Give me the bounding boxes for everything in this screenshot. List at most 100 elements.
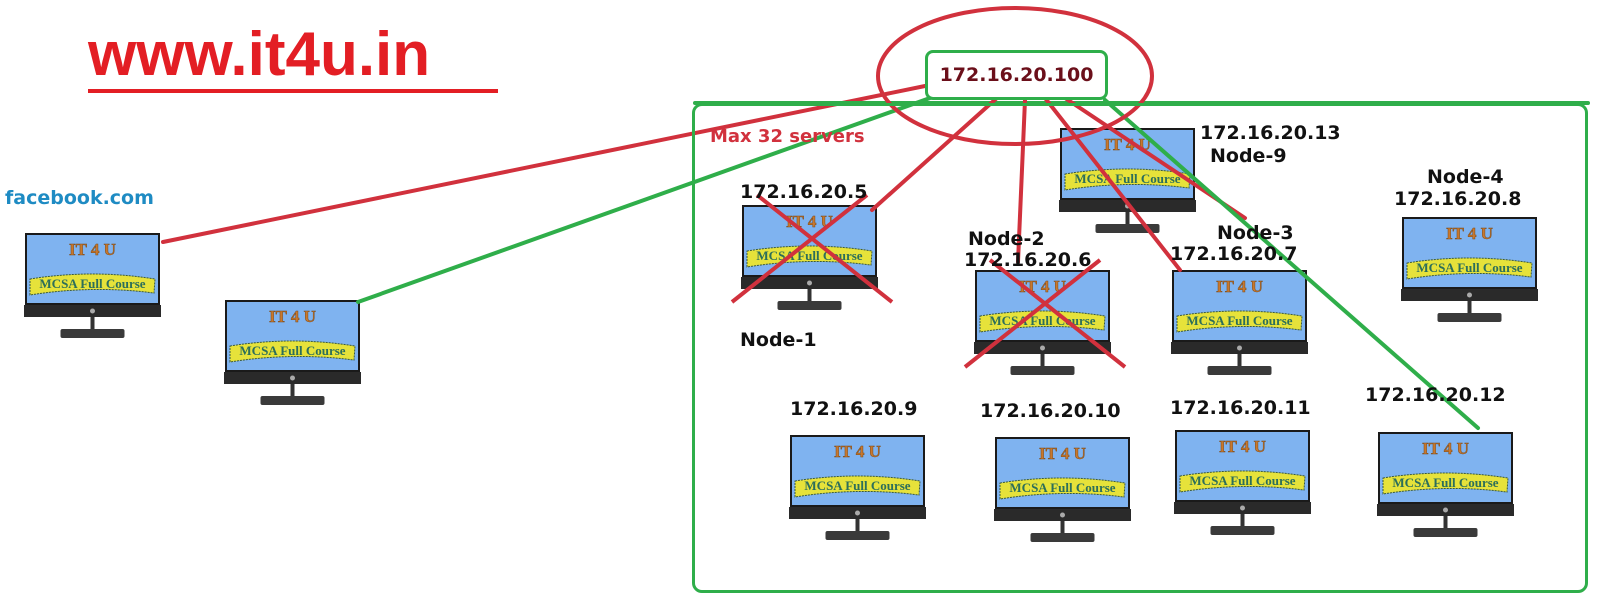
monitor-neck: [290, 384, 295, 398]
node-name-label: Node-3: [1217, 222, 1294, 244]
screen-brand-text: IT 4 U: [1039, 444, 1086, 463]
monitor-stand: [1210, 526, 1275, 535]
node-monitor[interactable]: IT 4 U MCSA Full Course: [1401, 217, 1538, 322]
screen-brand-text: IT 4 U: [1422, 439, 1469, 458]
monitor-logo-icon: [1237, 345, 1242, 351]
node-ip-label: 172.16.20.10: [980, 400, 1121, 422]
monitor-logo-icon: [807, 280, 812, 286]
node-monitor[interactable]: IT 4 U MCSA Full Course: [789, 435, 926, 540]
screen-banner: [1179, 470, 1306, 493]
node-ip-label: 172.16.20.9: [790, 398, 918, 420]
monitor-logo-icon: [1040, 345, 1045, 351]
monitor-logo-icon: [1060, 512, 1065, 518]
monitor-logo-icon: [1467, 292, 1472, 298]
screen-banner-text: MCSA Full Course: [39, 276, 145, 291]
monitor-neck: [1040, 354, 1045, 368]
screen-banner-text: MCSA Full Course: [1392, 475, 1498, 490]
monitor-stand: [1207, 366, 1272, 375]
client-monitor[interactable]: IT 4 U MCSA Full Course: [224, 300, 361, 405]
monitor-neck: [1125, 212, 1130, 226]
client-link-green: [356, 96, 932, 304]
cross-stroke: [730, 193, 869, 304]
node-name-label: Node-9: [1210, 145, 1287, 167]
site-title-underline: [88, 89, 498, 93]
monitor-neck: [1443, 516, 1448, 530]
monitor-stand: [1010, 366, 1075, 375]
screen-banner: [999, 477, 1126, 500]
node-ip-label: 172.16.20.6: [964, 249, 1092, 271]
site-title[interactable]: www.it4u.in: [88, 20, 431, 89]
monitor-logo-icon: [1443, 507, 1448, 513]
node-link: [870, 95, 1000, 212]
cross-stroke: [988, 258, 1127, 369]
monitor-stand: [1030, 533, 1095, 542]
node-link: [1043, 96, 1182, 272]
monitor-neck: [90, 317, 95, 331]
node-ip-label: 172.16.20.7: [1170, 243, 1298, 265]
node-monitor[interactable]: IT 4 U MCSA Full Course: [1377, 432, 1514, 537]
node-monitor[interactable]: IT 4 U MCSA Full Course: [994, 437, 1131, 542]
screen-banner: [1406, 257, 1533, 280]
monitor-stand: [777, 301, 842, 310]
monitor-logo-icon: [290, 375, 295, 381]
monitor-neck: [1240, 514, 1245, 528]
monitor-stand: [825, 531, 890, 540]
node-monitor[interactable]: IT 4 U MCSA Full Course: [1174, 430, 1311, 535]
cross-stroke: [963, 258, 1102, 369]
screen-brand-text: IT 4 U: [269, 307, 316, 326]
cluster-capacity-note: Max 32 servers: [710, 126, 865, 147]
monitor-stand: [1413, 528, 1478, 537]
screen-banner-text: MCSA Full Course: [239, 343, 345, 358]
screen-banner-text: MCSA Full Course: [1074, 171, 1180, 186]
node-failed-cross-icon: [963, 258, 1127, 369]
screen-banner-text: MCSA Full Course: [804, 478, 910, 493]
screen-banner-text: MCSA Full Course: [1416, 260, 1522, 275]
monitor-stand: [1437, 313, 1502, 322]
screen-brand-text: IT 4 U: [1216, 277, 1263, 296]
node-monitor[interactable]: IT 4 U MCSA Full Course: [1171, 270, 1308, 375]
monitor-neck: [855, 519, 860, 533]
monitor-neck: [807, 289, 812, 303]
node-ip-label: 172.16.20.13: [1200, 122, 1341, 144]
monitor-stand: [60, 329, 125, 338]
gateway-highlight-ellipse: [876, 6, 1154, 146]
cross-stroke: [755, 193, 894, 304]
monitor-logo-icon: [90, 308, 95, 314]
node-ip-label: 172.16.20.5: [740, 181, 868, 203]
monitor-neck: [1467, 301, 1472, 315]
monitor-stand: [260, 396, 325, 405]
node-ip-label: 172.16.20.12: [1365, 384, 1506, 406]
node-link: [1016, 98, 1027, 264]
gateway-ip: 172.16.20.100: [939, 64, 1094, 86]
screen-brand-text: IT 4 U: [1446, 224, 1493, 243]
node-ip-label: 172.16.20.11: [1170, 397, 1311, 419]
gateway-virtual-ip-box[interactable]: 172.16.20.100: [925, 50, 1108, 100]
node-name-label: Node-1: [740, 329, 817, 351]
client-link-red: [161, 84, 927, 244]
screen-banner: [794, 475, 921, 498]
screen-brand-text: IT 4 U: [69, 240, 116, 259]
external-client-label: facebook.com: [5, 187, 154, 209]
node-name-label: Node-2: [968, 228, 1045, 250]
screen-banner-text: MCSA Full Course: [1189, 473, 1295, 488]
node-link: [1103, 98, 1480, 430]
cluster-boundary: [692, 103, 1588, 593]
client-monitor[interactable]: IT 4 U MCSA Full Course: [24, 233, 161, 338]
screen-banner: [1064, 168, 1191, 191]
screen-banner: [1176, 310, 1303, 333]
screen-banner: [29, 273, 156, 296]
screen-banner-text: MCSA Full Course: [1009, 480, 1115, 495]
monitor-neck: [1060, 521, 1065, 535]
monitor-neck: [1237, 354, 1242, 368]
monitor-logo-icon: [1240, 505, 1245, 511]
node-ip-label: 172.16.20.8: [1394, 188, 1522, 210]
screen-banner: [229, 340, 356, 363]
screen-brand-text: IT 4 U: [834, 442, 881, 461]
node-name-label: Node-4: [1427, 166, 1504, 188]
screen-banner-text: MCSA Full Course: [1186, 313, 1292, 328]
screen-brand-text: IT 4 U: [1219, 437, 1266, 456]
node-failed-cross-icon: [730, 193, 894, 304]
screen-banner: [1382, 472, 1509, 495]
monitor-logo-icon: [855, 510, 860, 516]
